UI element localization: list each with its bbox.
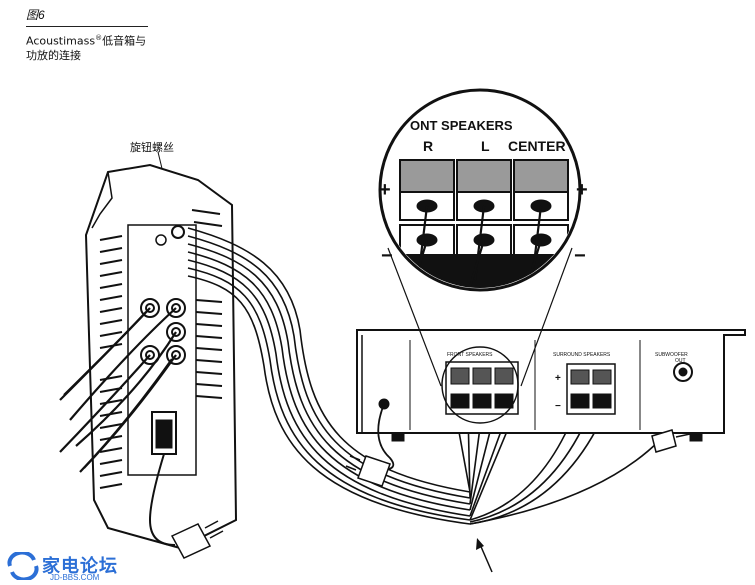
watermark: 家电论坛 JD-BBS.COM (6, 552, 136, 582)
amplifier (356, 329, 746, 442)
amp-sub-out-label: OUT (675, 358, 686, 364)
watermark-name: 家电论坛 (42, 556, 118, 577)
knob-screw-icon (171, 225, 185, 239)
power-plug-left (170, 520, 224, 559)
rca-plug-right (651, 429, 691, 453)
front-speakers-heading: ONT SPEAKERS (410, 118, 513, 133)
forum-logo-icon (7, 552, 39, 580)
arrow-head-icon (476, 538, 484, 550)
magnified-terminal-panel (378, 88, 582, 292)
figure-title: Acoustimass®低音箱与 功放的连接 (26, 31, 176, 63)
rca-cables (59, 307, 177, 473)
magnifier-plus-right: + (576, 179, 588, 201)
amp-power-cord (377, 403, 395, 471)
amp-front-label: FRONT SPEAKERS (447, 352, 493, 358)
amp-sub-label: SUBWOOFER (655, 352, 688, 358)
magnifier-plus-left: + (379, 179, 391, 201)
magnifier-lines (387, 247, 573, 387)
amp-plus-sign: + (555, 373, 561, 384)
magnifier-minus-right: − (574, 245, 586, 267)
amp-surround-label: SURROUND SPEAKERS (553, 352, 611, 358)
figure-title-text: 低音箱与 (102, 34, 147, 48)
magnifier-small (441, 346, 519, 424)
figure-title-line2: 功放的连接 (26, 48, 81, 62)
terminal-l-label: L (481, 138, 490, 154)
figure-title-product: Acoustimass (26, 34, 96, 48)
watermark-domain: JD-BBS.COM (50, 573, 100, 582)
magnifier-minus-left: − (381, 245, 393, 267)
registered-mark: ® (95, 34, 103, 42)
terminal-center-label: CENTER (508, 138, 566, 154)
terminal-r-label: R (423, 138, 433, 154)
acoustimass-module (84, 163, 238, 550)
power-cord (148, 453, 176, 546)
figure-caption: 图6 Acoustimass®低音箱与 功放的连接 (26, 6, 176, 63)
knob-screw-label: 旋钮螺丝 (130, 141, 174, 154)
power-plug-right (345, 455, 391, 487)
figure-label: 图6 (26, 6, 148, 27)
amp-minus-sign: − (555, 401, 561, 412)
